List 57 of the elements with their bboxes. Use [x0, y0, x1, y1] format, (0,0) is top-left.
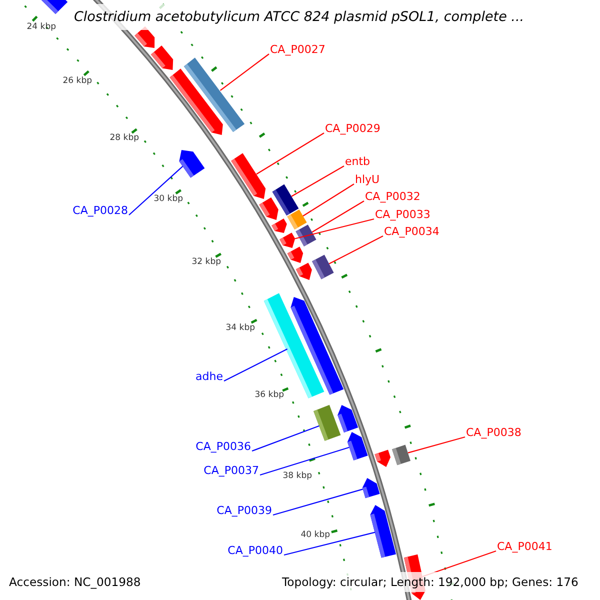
gene-marker	[290, 297, 344, 395]
gene-label: CA_P0037	[204, 464, 259, 478]
scale-label: 26 kbp	[62, 76, 92, 86]
gene-label: CA_P0028	[72, 204, 128, 218]
gene-block	[392, 444, 410, 466]
gene-marker	[338, 405, 358, 432]
leader-line	[252, 425, 320, 452]
gene-marker	[179, 150, 205, 178]
gene-label: CA_P0041	[497, 540, 552, 554]
gene-block	[296, 224, 316, 246]
gene-label: entb	[345, 155, 370, 169]
gene-marker	[280, 232, 296, 248]
gene-marker	[370, 505, 396, 558]
scale-label: 24 kbp	[26, 22, 56, 32]
scale-label: 40 kbp	[300, 530, 330, 540]
leader-line	[224, 348, 288, 382]
scale-label: 32 kbp	[192, 257, 221, 267]
scale-label: 30 kbp	[154, 194, 183, 204]
scale-label: 38 kbp	[282, 471, 312, 481]
gene-label: CA_P0029	[325, 122, 380, 136]
gene-label: CA_P0034	[384, 225, 440, 239]
gene-label: CA_P0038	[466, 426, 522, 440]
gene-marker	[259, 197, 278, 220]
gene-marker	[272, 218, 287, 233]
leader-line	[272, 488, 363, 516]
leader-line	[302, 184, 354, 216]
gene-marker	[296, 262, 312, 280]
gene-label: adhe	[196, 370, 223, 384]
genome-summary: Topology: circular; Length: 192,000 bp; Genes: 176	[282, 572, 578, 592]
leader-line	[291, 166, 344, 197]
gene-marker	[170, 68, 223, 135]
gene-marker	[231, 153, 266, 199]
leader-line	[128, 166, 184, 216]
gene-label: CA_P0039	[216, 504, 272, 518]
gene-marker	[150, 46, 174, 70]
leader-line	[328, 236, 384, 264]
gene-marker	[374, 450, 390, 467]
leader-line	[294, 218, 374, 240]
scale-label: 28 kbp	[110, 133, 139, 143]
leader-line	[284, 532, 376, 556]
gene-marker	[347, 432, 368, 460]
leader-line	[256, 132, 324, 175]
gene-label: CA_P0036	[196, 440, 251, 454]
scale-label: 34 kbp	[226, 323, 255, 333]
leader-line	[312, 200, 364, 233]
gene-label: CA_P0032	[365, 190, 420, 204]
gene-block	[314, 404, 341, 441]
gene-label: CA_P0027	[270, 43, 326, 57]
leader-line	[260, 446, 350, 476]
gene-label: hlyU	[355, 173, 380, 187]
gene-label: CA_P0040	[228, 544, 283, 558]
gene-label: CA_P0033	[375, 208, 430, 222]
scale-label: 36 kbp	[254, 390, 284, 400]
gene-marker	[362, 478, 380, 498]
gene-block	[287, 210, 307, 230]
gene-marker	[287, 246, 304, 263]
gene-block	[312, 254, 334, 280]
